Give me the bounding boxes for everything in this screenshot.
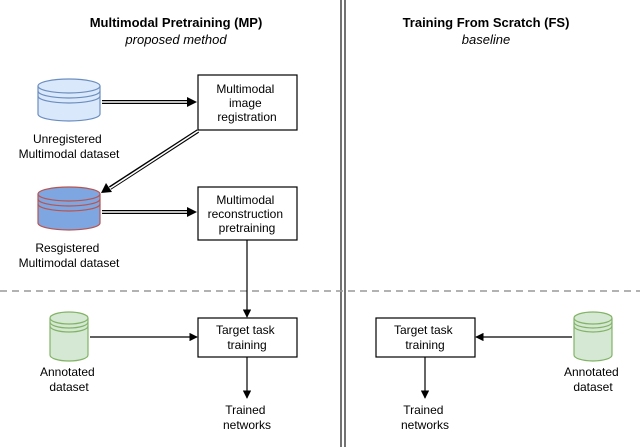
trained-networks-label-left: Trained networks xyxy=(223,403,271,432)
annotated-dataset-db-right xyxy=(573,311,613,362)
registration-box-label: Multimodal image registration xyxy=(216,82,277,124)
arrow-unregistered-to-registration xyxy=(102,97,197,107)
arrow-registration-to-registered xyxy=(101,129,200,193)
annotated-dataset-db-left xyxy=(49,311,89,362)
annotated-dataset-label-left: Annotated dataset xyxy=(40,365,98,394)
target-task-box-right xyxy=(375,317,476,358)
unregistered-dataset-db xyxy=(37,78,101,122)
registered-dataset-label: Resgistered Multimodal dataset xyxy=(19,241,120,270)
target-task-box-left-label: Target task training xyxy=(216,323,278,352)
reconstruction-box-label: Multimodal reconstruction pretraining xyxy=(208,193,287,235)
arrow-registered-to-reconstruction xyxy=(102,207,197,217)
fs-subtitle: baseline xyxy=(462,32,510,47)
reconstruction-box xyxy=(197,186,298,241)
fs-title: Training From Scratch (FS) xyxy=(403,15,570,30)
registered-dataset-db xyxy=(37,186,101,231)
mp-title: Multimodal Pretraining (MP) xyxy=(90,15,263,30)
unregistered-dataset-label: Unregistered Multimodal dataset xyxy=(19,132,120,161)
registration-box xyxy=(197,74,298,131)
annotated-dataset-label-right: Annotated dataset xyxy=(564,365,622,394)
trained-networks-label-right: Trained networks xyxy=(401,403,449,432)
target-task-box-right-label: Target task training xyxy=(394,323,456,352)
mp-subtitle: proposed method xyxy=(124,32,227,47)
